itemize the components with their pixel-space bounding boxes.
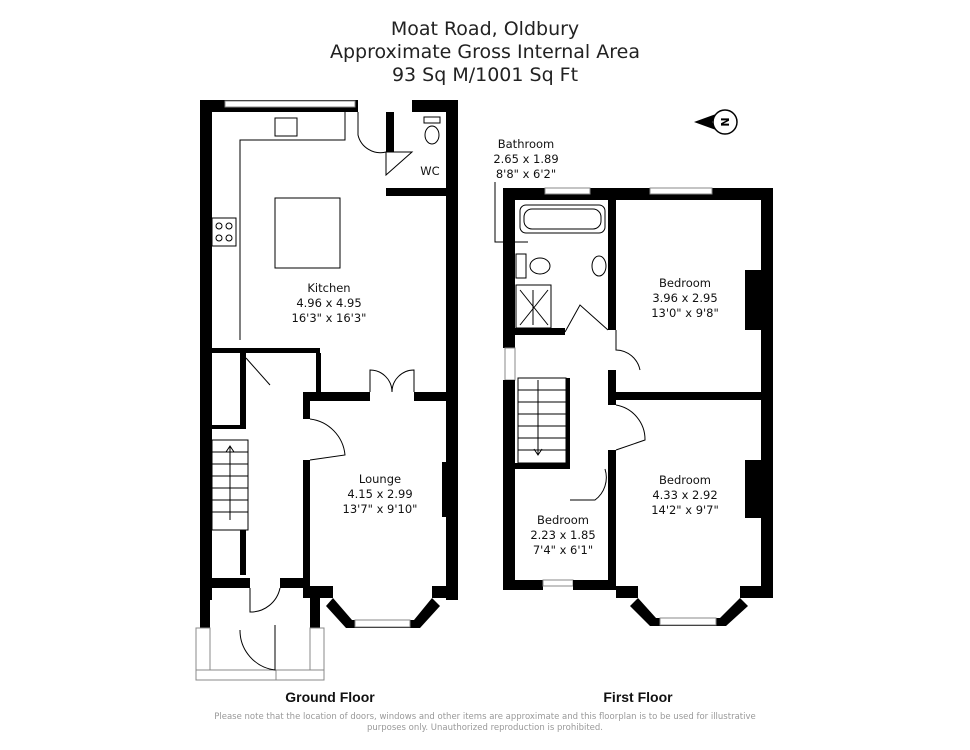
svg-text:Lounge: Lounge — [359, 472, 401, 486]
room-label-bedroom-1: Bedroom 3.96 x 2.95 13'0" x 9'8" — [651, 276, 719, 320]
area-subtitle: Approximate Gross Internal Area — [330, 41, 640, 63]
svg-text:16'3" x 16'3": 16'3" x 16'3" — [292, 311, 367, 325]
room-label-kitchen: Kitchen 4.96 x 4.95 16'3" x 16'3" — [292, 281, 367, 325]
property-address: Moat Road, Oldbury — [390, 18, 580, 40]
room-label-lounge: Lounge 4.15 x 2.99 13'7" x 9'10" — [343, 472, 418, 516]
svg-text:13'7" x 9'10": 13'7" x 9'10" — [343, 502, 418, 516]
svg-text:2.65 x 1.89: 2.65 x 1.89 — [493, 152, 558, 166]
svg-text:14'2" x 9'7": 14'2" x 9'7" — [651, 503, 719, 517]
svg-text:Kitchen: Kitchen — [307, 281, 350, 295]
room-label-bedroom-2: Bedroom 4.33 x 2.92 14'2" x 9'7" — [651, 473, 719, 517]
first-floor-plan — [494, 182, 773, 626]
gross-area: 93 Sq M/1001 Sq Ft — [391, 64, 579, 86]
svg-text:4.15 x 2.99: 4.15 x 2.99 — [347, 487, 412, 501]
room-label-bedroom-3: Bedroom 2.23 x 1.85 7'4" x 6'1" — [530, 513, 595, 557]
north-arrow-icon: N — [694, 109, 738, 135]
svg-text:Bedroom: Bedroom — [537, 513, 589, 527]
compass-label: N — [718, 117, 731, 126]
svg-text:8'8" x 6'2": 8'8" x 6'2" — [496, 167, 556, 181]
ground-floor-plan — [195, 100, 458, 681]
svg-text:4.33 x 2.92: 4.33 x 2.92 — [652, 488, 717, 502]
svg-text:3.96 x 2.95: 3.96 x 2.95 — [652, 291, 717, 305]
svg-text:7'4" x 6'1": 7'4" x 6'1" — [533, 543, 593, 557]
svg-text:Bedroom: Bedroom — [659, 276, 711, 290]
svg-text:4.96 x 4.95: 4.96 x 4.95 — [296, 296, 361, 310]
svg-text:2.23 x 1.85: 2.23 x 1.85 — [530, 528, 595, 542]
ground-floor-label: Ground Floor — [285, 689, 375, 705]
disclaimer: Please note that the location of doors, … — [214, 712, 756, 733]
room-label-wc: WC — [420, 164, 439, 178]
svg-text:Bedroom: Bedroom — [659, 473, 711, 487]
svg-text:13'0" x 9'8": 13'0" x 9'8" — [651, 306, 719, 320]
room-label-bathroom: Bathroom 2.65 x 1.89 8'8" x 6'2" — [493, 137, 558, 181]
first-floor-label: First Floor — [603, 689, 673, 705]
svg-text:Bathroom: Bathroom — [498, 137, 554, 151]
